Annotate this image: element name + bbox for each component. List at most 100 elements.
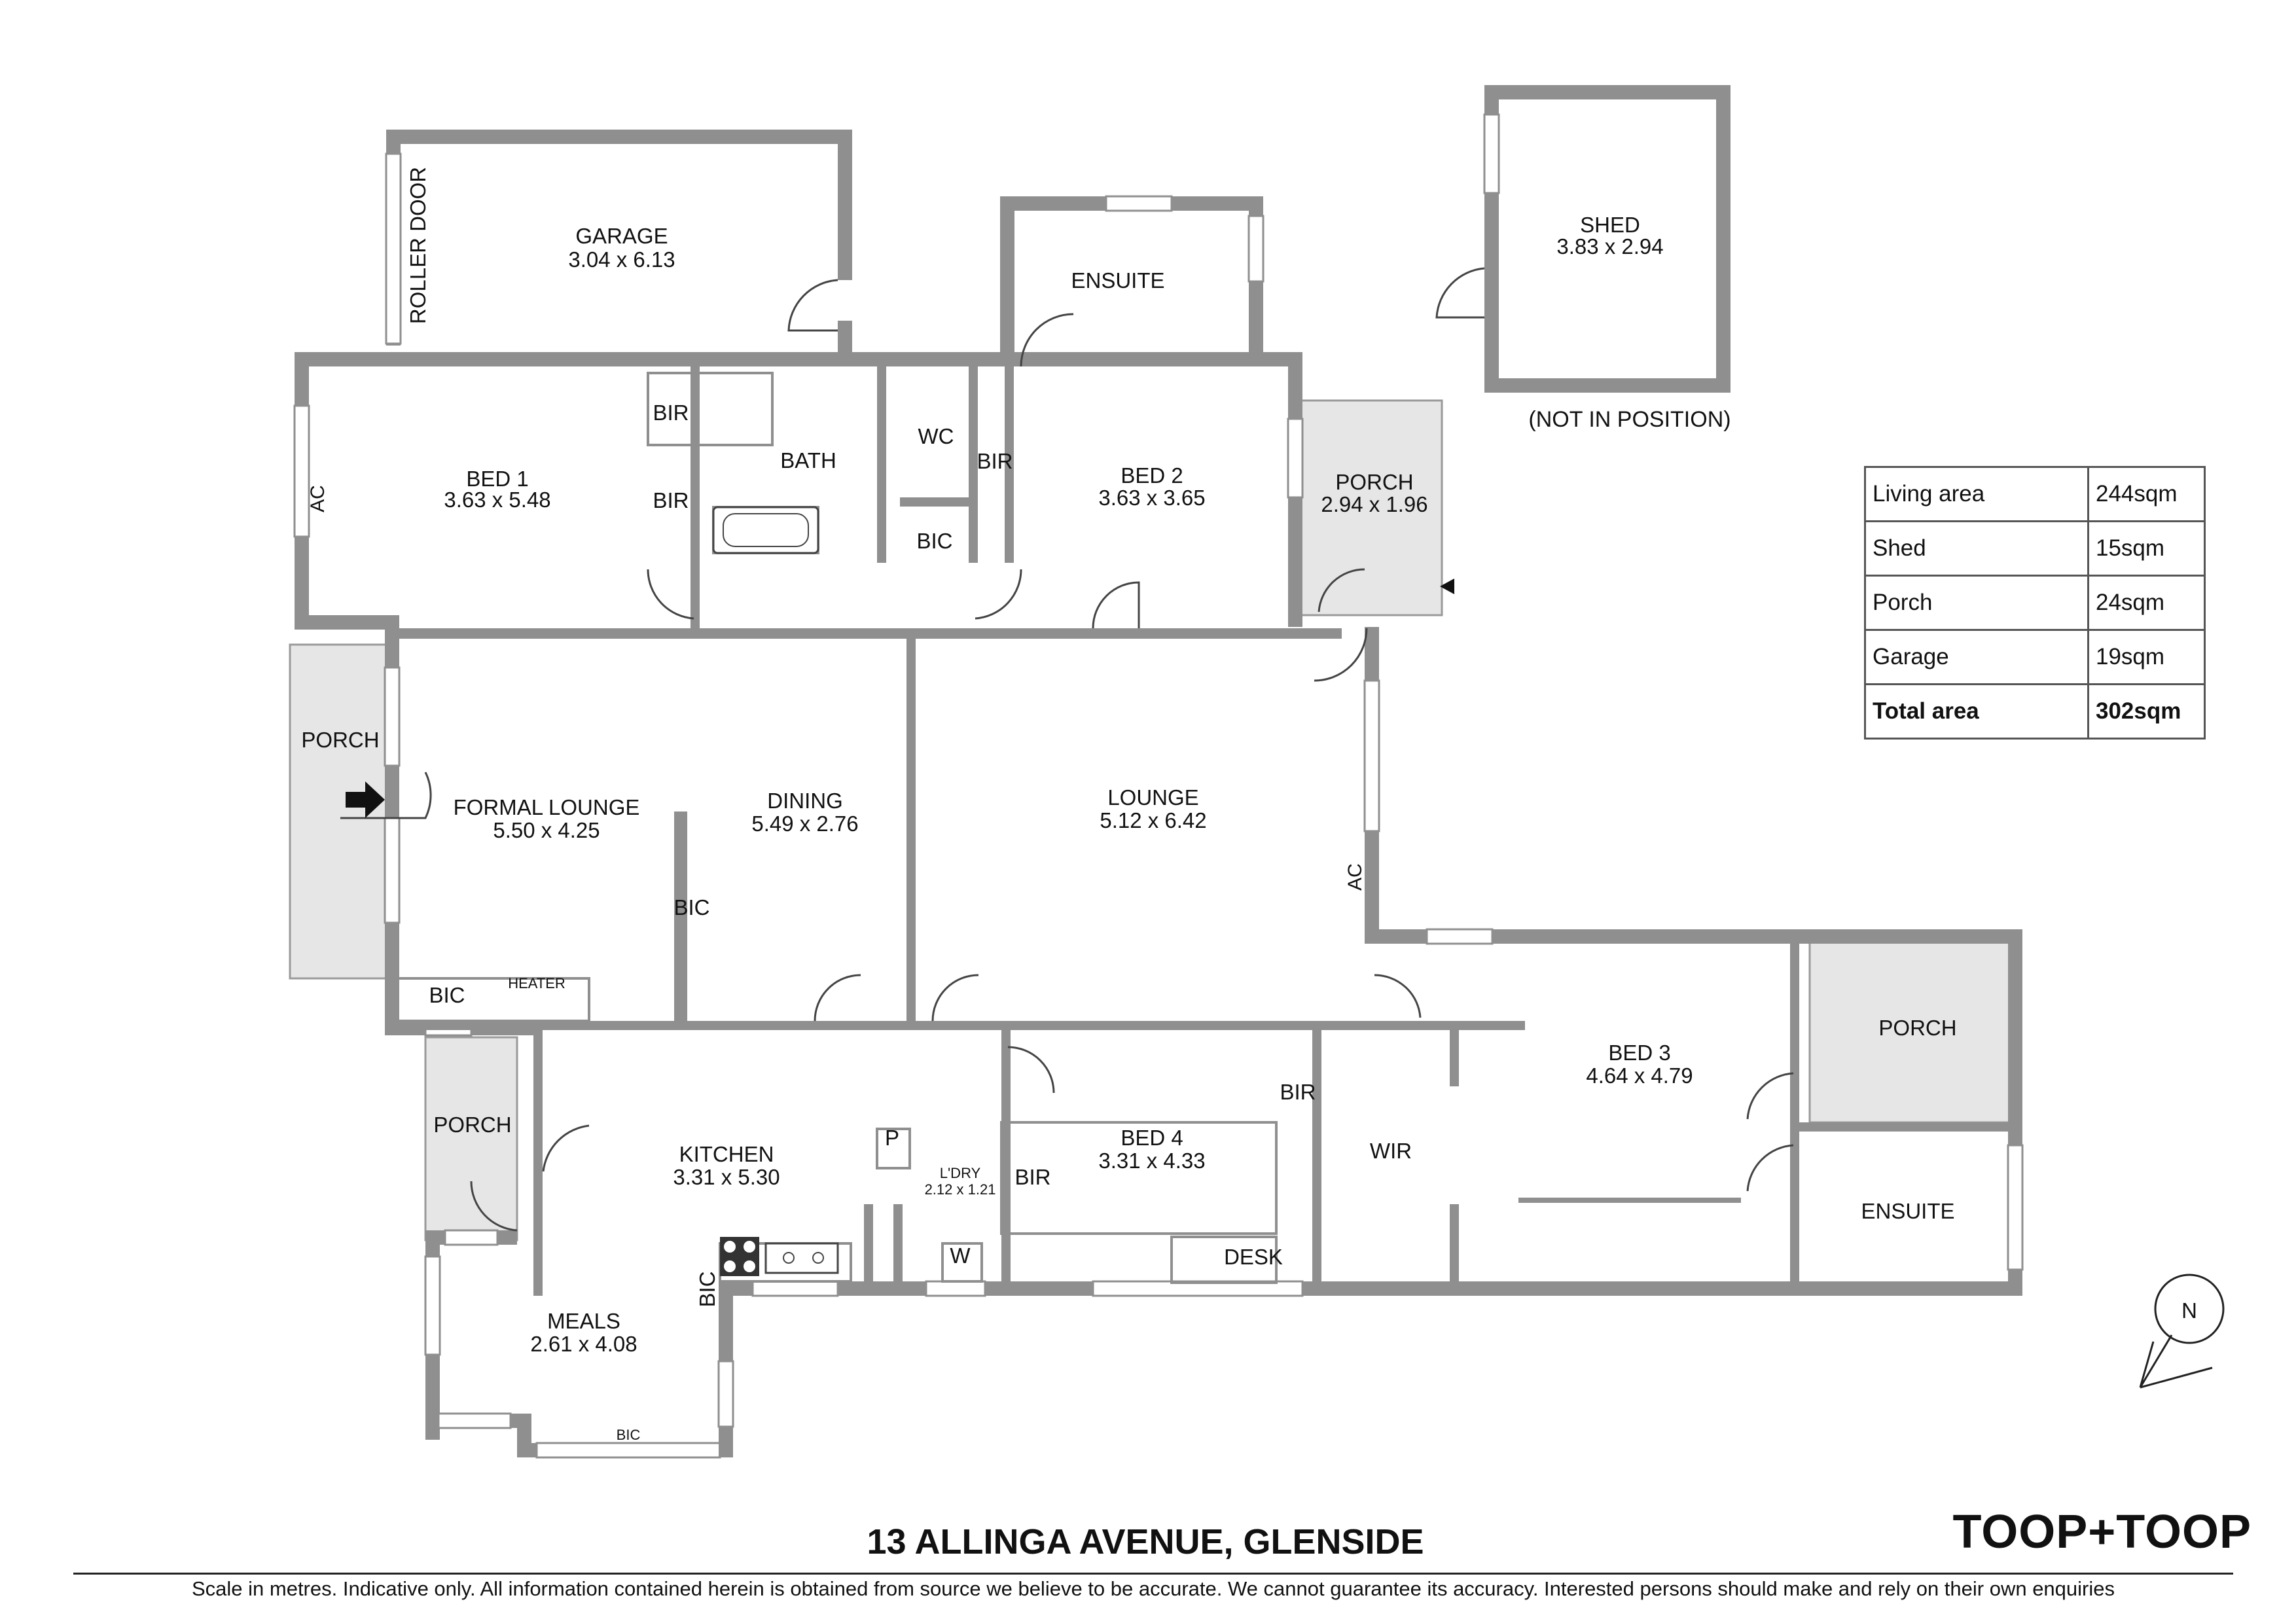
property-address: 13 ALLINGA AVENUE, GLENSIDE (867, 1522, 1424, 1561)
bed4-door-swing (1007, 1046, 1055, 1094)
bath-label: BATH (780, 448, 836, 473)
porch-sw-label: PORCH (433, 1113, 511, 1137)
lounge-ac-label: AC (1344, 863, 1366, 891)
meals-bic-label: BIC (695, 1271, 719, 1307)
kitchen-size: 3.31 x 5.30 (673, 1165, 780, 1189)
front-door-swing (340, 772, 432, 819)
dining-label: DINING (767, 789, 843, 813)
porch-w-label: PORCH (301, 728, 379, 752)
porch-e-door-swing (1746, 1072, 1794, 1120)
bed1-ac-label: AC (307, 485, 329, 512)
laundry-size: 2.12 x 1.21 (925, 1181, 996, 1198)
interior-walls (386, 366, 2016, 1296)
bathtub-icon (712, 506, 819, 554)
dining-door-swing (814, 974, 861, 1022)
area-row-value: 24sqm (2087, 575, 2206, 631)
bed1-bir-2: BIR (653, 488, 689, 512)
lounge-size: 5.12 x 6.42 (1100, 808, 1206, 832)
bed2-bir-label: BIR (977, 449, 1013, 473)
bed3-door-swing (1374, 974, 1422, 1018)
area-row-value: 15sqm (2087, 520, 2206, 577)
north-compass-icon (2139, 1274, 2225, 1389)
area-row-label: Shed (1864, 520, 2089, 577)
area-total-label: Total area (1864, 683, 2089, 740)
ensuite-top-label: ENSUITE (1071, 268, 1164, 293)
bed1-bir-1: BIR (653, 401, 689, 425)
entry-arrow-icon (346, 781, 385, 818)
ensuite-top-walls (1000, 195, 1265, 360)
hall-door-swing (931, 974, 979, 1022)
cooktop-icon (720, 1237, 759, 1276)
bed1-door-swing (647, 569, 694, 620)
bed3-size: 4.64 x 4.79 (1586, 1063, 1693, 1088)
porch-southwest-area (424, 1036, 518, 1241)
formal-lounge-size: 5.50 x 4.25 (493, 818, 600, 842)
porch-ne-label: PORCH (1335, 470, 1413, 494)
ensuite-e-label: ENSUITE (1861, 1199, 1954, 1223)
ensuite-e-door-swing (1746, 1144, 1794, 1192)
dining-size: 5.49 x 2.76 (751, 812, 858, 836)
area-row: Shed 15sqm (1864, 520, 2206, 577)
porch-sw-door-swing (470, 1181, 518, 1232)
wc-label: WC (918, 424, 954, 448)
laundry-label: L'DRY (940, 1165, 981, 1181)
porch-ne-arrow-icon (1440, 579, 1454, 594)
brand-logo: TOOP+TOOP (1952, 1506, 2251, 1558)
porch-northeast-area (1300, 399, 1443, 616)
bic-hall-label: BIC (916, 529, 952, 553)
formal-lounge-bic: BIC (673, 895, 709, 919)
wir-label: WIR (1370, 1139, 1412, 1163)
porch-ne-door-swing (1318, 568, 1365, 613)
desk-label: DESK (1224, 1245, 1283, 1269)
porch-ne-size: 2.94 x 1.96 (1321, 492, 1427, 516)
bath-door-swing (975, 569, 1022, 620)
bic-porch-label: BIC (429, 983, 465, 1007)
heater-label: HEATER (508, 975, 565, 991)
area-row: Porch 24sqm (1864, 575, 2206, 631)
area-total-row: Total area 302sqm (1864, 683, 2206, 740)
area-total-value: 302sqm (2087, 683, 2206, 740)
main-house-walls (293, 352, 2024, 1459)
shed-label: SHED (1580, 213, 1640, 237)
garage-size: 3.04 x 6.13 (568, 247, 675, 272)
bed1-size: 3.63 x 5.48 (444, 488, 550, 512)
north-label: N (2181, 1298, 2197, 1323)
bed2-label: BED 2 (1121, 463, 1183, 488)
garage-label: GARAGE (575, 224, 668, 248)
garage-door-swing (787, 279, 838, 332)
porch-west-area (289, 643, 389, 980)
footer-divider (73, 1573, 2233, 1575)
bed4-label: BED 4 (1121, 1126, 1183, 1150)
ensuite-door-swing (1020, 313, 1074, 367)
washer-label: W (950, 1243, 971, 1268)
area-table: Living area 244sqm Shed 15sqm Porch 24sq… (1864, 466, 2206, 740)
shed-size: 3.83 x 2.94 (1556, 234, 1663, 259)
pantry-label: P (885, 1126, 899, 1150)
porch-e-label: PORCH (1878, 1016, 1956, 1040)
meals-window-bic-label: BIC (617, 1427, 641, 1443)
formal-lounge-label: FORMAL LOUNGE (454, 795, 640, 819)
area-row: Living area 244sqm (1864, 466, 2206, 522)
sink-icon (764, 1242, 839, 1274)
shed-note: (NOT IN POSITION) (1528, 407, 1731, 432)
bed4-size: 3.31 x 4.33 (1098, 1149, 1205, 1173)
bed4-bir-left: BIR (1014, 1165, 1050, 1189)
garage-walls (385, 130, 852, 360)
meals-label: MEALS (547, 1309, 620, 1333)
kitchen-door-swing (542, 1124, 590, 1172)
bed2-size: 3.63 x 3.65 (1098, 486, 1205, 510)
bed4-bir-right: BIR (1280, 1080, 1316, 1104)
area-row-label: Garage (1864, 629, 2089, 685)
roller-door-label: ROLLER DOOR (406, 167, 430, 324)
kitchen-label: KITCHEN (679, 1142, 774, 1166)
lounge-east-door-swing (1314, 628, 1368, 682)
disclaimer-text: Scale in metres. Indicative only. All in… (191, 1577, 2115, 1600)
porch-east-area (1808, 931, 2013, 1124)
area-row-value: 19sqm (2087, 629, 2206, 685)
area-row-value: 244sqm (2087, 466, 2206, 522)
area-row-label: Porch (1864, 575, 2089, 631)
area-row-label: Living area (1864, 466, 2089, 522)
bed3-label: BED 3 (1608, 1041, 1670, 1065)
bed2-door-swing (1092, 581, 1140, 629)
